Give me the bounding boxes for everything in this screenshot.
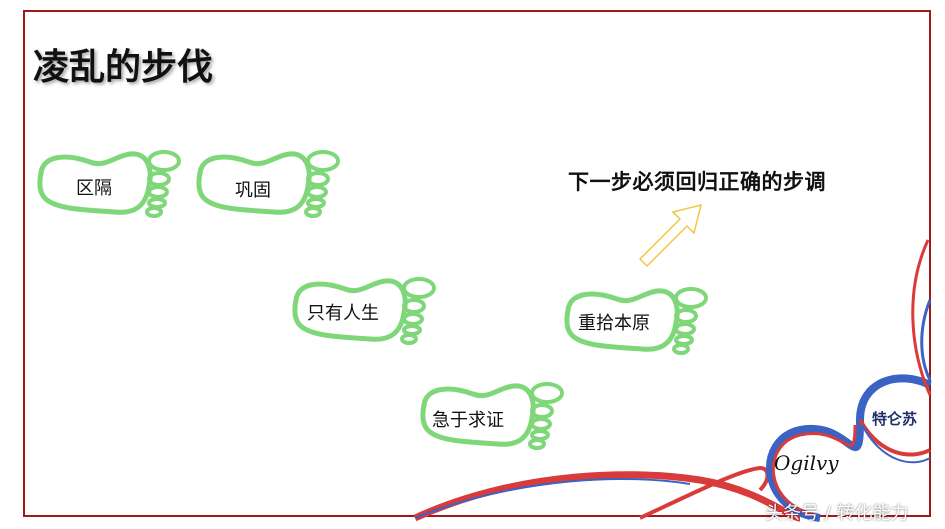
footprint-icon (292, 277, 436, 345)
footprint-label: 区隔 (76, 178, 112, 199)
footprint-3: 只有人生 (290, 275, 440, 355)
footprint-label: 重拾本原 (578, 313, 650, 334)
footprint-2: 巩固 (194, 148, 344, 228)
footprint-icon (420, 382, 564, 450)
slide-subtitle: 下一步必须回归正确的步调 (568, 170, 826, 194)
footprint-icon (37, 150, 181, 218)
footprint-icon (196, 150, 340, 218)
footprint-icon (564, 287, 708, 355)
arrow-up-right-icon (638, 203, 703, 268)
footprint-5: 急于求证 (418, 380, 568, 460)
footprint-label: 急于求证 (432, 410, 504, 431)
ogilvy-logo: Ogilvy (774, 451, 839, 475)
footprint-1: 区隔 (35, 148, 185, 228)
footprint-label: 巩固 (235, 180, 271, 201)
telunsu-logo: 特仑苏 (872, 410, 918, 428)
footprint-4: 重拾本原 (562, 285, 712, 365)
slide-title: 凌乱的步伐 (33, 47, 214, 88)
footprint-label: 只有人生 (307, 303, 379, 324)
watermark: 头条号 / 转化能力 (765, 503, 909, 524)
